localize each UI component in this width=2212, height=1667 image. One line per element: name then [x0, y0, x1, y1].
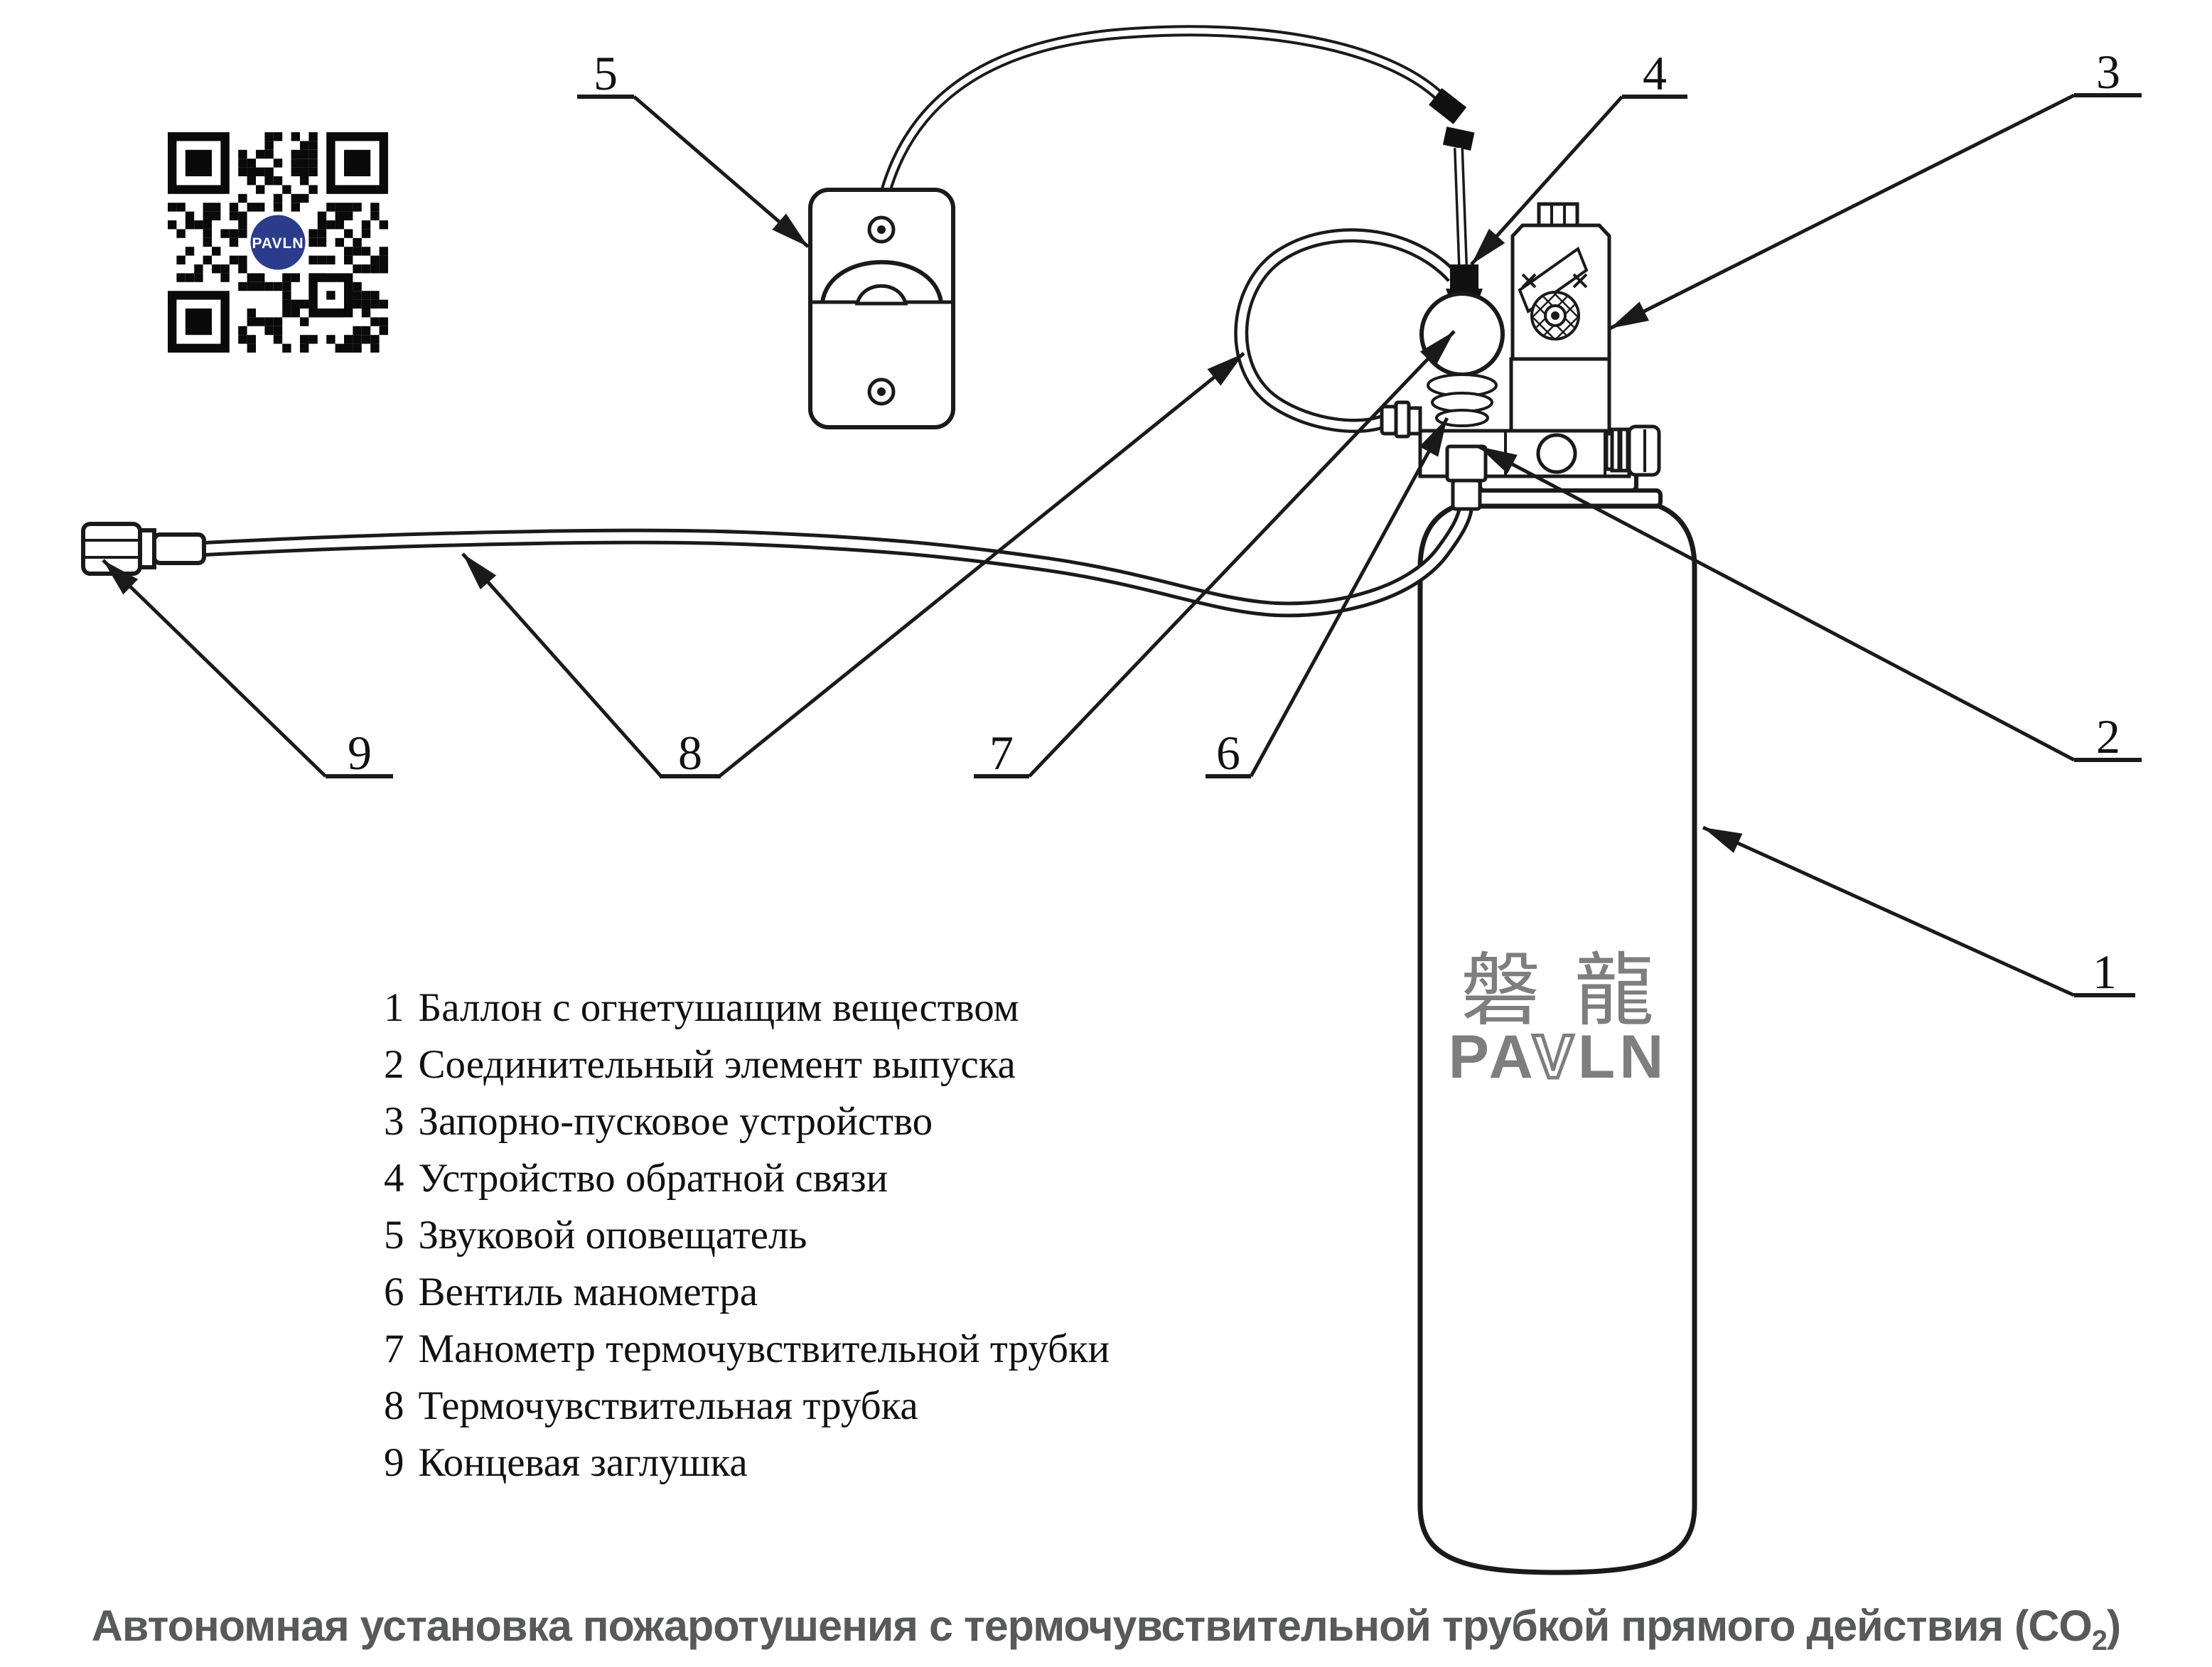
gauge-assembly [1419, 264, 1505, 427]
gauge-valve-bellows [1427, 373, 1498, 427]
manifold-port-circle [1536, 433, 1577, 474]
callout-4: 4 [1470, 46, 1687, 266]
wire-connector-upper [1429, 87, 1467, 124]
legend-text: Концевая заглушка [418, 1440, 748, 1485]
callout-8: 8 [461, 352, 1245, 780]
legend: 1 Баллон с огнетушащим веществом 2 Соедини… [384, 980, 1110, 1491]
leader-arrowhead [1419, 331, 1454, 367]
legend-text: Соединительный элемент выпуска [418, 1042, 1016, 1087]
legend-num: 8 [384, 1383, 404, 1428]
sounder-screw-bottom [867, 377, 896, 406]
legend-item-8: 8 Термочувствительная трубка [384, 1378, 1110, 1435]
legend-num: 5 [384, 1213, 404, 1258]
leader-arrowhead [1703, 827, 1743, 853]
legend-num: 6 [384, 1270, 404, 1314]
release-device [1509, 202, 1611, 433]
legend-item-9: 9 Концевая заглушка [384, 1435, 1110, 1491]
leader-arrowhead [103, 560, 139, 595]
svg-text:3: 3 [2096, 45, 2120, 99]
callout-5: 5 [577, 46, 810, 248]
release-label-window [1518, 246, 1589, 314]
end-cap-nut [152, 532, 206, 565]
qr-logo-badge [248, 213, 308, 272]
thermo-tube-loop [1234, 228, 1459, 434]
legend-num: 2 [384, 1042, 404, 1087]
callout-9: 9 [102, 559, 393, 780]
leader-arrowhead [1419, 418, 1447, 457]
legend-num: 4 [384, 1156, 404, 1201]
legend-item-3: 3 Запорно-пусковое устройство [384, 1093, 1110, 1150]
sounder-device [808, 188, 955, 429]
legend-item-5: 5 Звуковой оповещатель [384, 1207, 1110, 1264]
legend-num: 9 [384, 1440, 404, 1485]
legend-item-2: 2 Соединительный элемент выпуска [384, 1036, 1110, 1093]
svg-text:1: 1 [2093, 945, 2117, 999]
brand-chinese: 磐龍 [1461, 945, 1688, 1037]
cylinder [1417, 470, 1697, 1575]
callout-7: 7 [974, 330, 1456, 780]
wire-connector-lower [1442, 127, 1475, 151]
sounder-horn-notch [854, 284, 908, 306]
feedback-connector [1450, 264, 1478, 289]
tube-elbow-fitting [1445, 444, 1488, 511]
legend-text: Устройство обратной связи [418, 1156, 888, 1201]
sounder-horn-arc [820, 259, 943, 303]
release-lower-body [1509, 357, 1611, 433]
cylinder-brand: 磐龍 PAVLN [1449, 945, 1688, 1093]
discharge-fitting [1604, 424, 1661, 477]
callout-2: 2 [1477, 444, 2142, 763]
legend-item-4: 4 Устройство обратной связи [384, 1150, 1110, 1207]
legend-text: Звуковой оповещатель [418, 1213, 807, 1258]
legend-item-7: 7 Манометр термочувствительной трубки [384, 1321, 1110, 1378]
legend-num: 3 [384, 1099, 404, 1144]
cylinder-body [1417, 503, 1697, 1575]
svg-text:5: 5 [594, 46, 618, 100]
legend-text: Вентиль манометра [418, 1270, 758, 1314]
diagram-title: Автономная установка пожаротушения с тер… [91, 1602, 2121, 1657]
leader-arrowhead [772, 213, 808, 247]
callouts: 5 4 3 2 1 9 [102, 45, 2142, 999]
release-seal-marks [1521, 273, 1588, 289]
callout-1: 1 [1702, 825, 2135, 999]
valve-assembly [1380, 202, 1661, 511]
sounder-screw-top [867, 215, 896, 244]
brand-latin: PAVLN [1449, 1023, 1668, 1091]
legend-text: Термочувствительная трубка [418, 1383, 918, 1428]
legend-num: 7 [384, 1326, 404, 1371]
end-cap [81, 522, 206, 576]
svg-text:2: 2 [2096, 709, 2120, 763]
thermo-tube [203, 506, 1473, 618]
leader-arrowhead [1478, 446, 1518, 474]
signal-wire [881, 25, 1475, 265]
qr-logo-label: PAVLN [252, 235, 304, 252]
leader-arrowhead [1471, 228, 1505, 264]
callout-3: 3 [1609, 45, 2142, 331]
legend-item-6: 6 Вентиль манометра [384, 1264, 1110, 1321]
leader-arrowhead [1610, 301, 1649, 328]
legend-item-1: 1 Баллон с огнетушащим веществом [384, 980, 1110, 1036]
leader-arrowhead [463, 554, 497, 590]
svg-text:6: 6 [1216, 726, 1240, 780]
legend-text: Баллон с огнетушащим веществом [418, 985, 1019, 1030]
qr-code: PAVLN [168, 132, 388, 353]
legend-text: Манометр термочувствительной трубки [418, 1326, 1110, 1371]
svg-text:9: 9 [348, 726, 372, 780]
release-top-fitting [1537, 202, 1579, 227]
callout-6: 6 [1206, 417, 1449, 780]
svg-text:8: 8 [678, 726, 702, 780]
legend-text: Запорно-пусковое устройство [418, 1099, 933, 1144]
sounder-plate [808, 188, 955, 429]
svg-text:7: 7 [989, 726, 1014, 780]
leader-arrowhead [1207, 353, 1244, 386]
loop-inlet-fitting [1380, 400, 1422, 439]
svg-text:4: 4 [1643, 46, 1667, 100]
legend-num: 1 [384, 985, 404, 1030]
